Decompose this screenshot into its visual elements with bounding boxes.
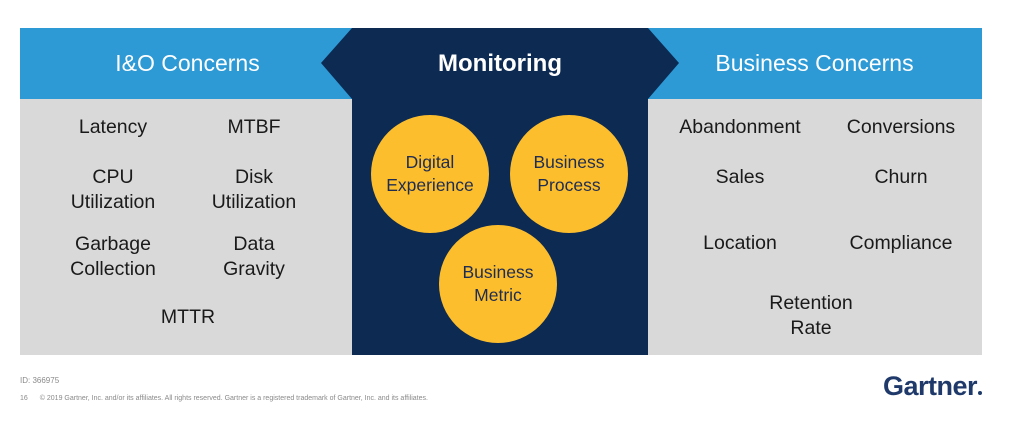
business-concerns-header: Business Concerns — [647, 28, 982, 99]
io-concerns-header: I&O Concerns — [20, 28, 355, 99]
io-concern-data-gravity: Data Gravity — [223, 233, 285, 280]
business-concerns-panel — [648, 99, 982, 355]
business-concern-compliance: Compliance — [849, 232, 953, 254]
business-concern-conversions: Conversions — [846, 116, 956, 138]
copyright-text: © 2019 Gartner, Inc. and/or its affiliat… — [39, 395, 428, 402]
business-concern-location: Location — [703, 232, 777, 254]
business-metric-circle: Business Metric — [439, 225, 557, 343]
digital-experience-circle: Digital Experience — [371, 115, 489, 233]
business-concern-abandonment: Abandonment — [679, 116, 801, 138]
io-concern-garbage-collection: Garbage Collection — [70, 233, 156, 280]
io-concerns-panel — [20, 99, 352, 355]
logo-text: Gartner — [882, 371, 978, 401]
monitoring-title: Monitoring — [438, 49, 562, 77]
logo-dot-icon — [978, 391, 982, 395]
io-concern-mttr: MTTR — [160, 306, 216, 328]
business-concern-retention-rate: Retention Rate — [769, 292, 853, 339]
business-concern-sales: Sales — [715, 166, 765, 188]
io-concern-latency: Latency — [78, 116, 148, 138]
io-concern-disk-utilization: Disk Utilization — [211, 166, 297, 213]
page-number: 16 — [20, 395, 28, 402]
copyright-notice: 16 © 2019 Gartner, Inc. and/or its affili… — [20, 395, 428, 402]
document-id: ID: 366975 — [20, 376, 60, 385]
io-concern-cpu-utilization: CPU Utilization — [70, 166, 156, 213]
gartner-logo: Gartner — [883, 371, 982, 402]
business-process-circle: Business Process — [510, 115, 628, 233]
business-concern-churn: Churn — [874, 166, 928, 188]
io-concern-mtbf: MTBF — [227, 116, 281, 138]
monitoring-center-shape — [321, 28, 679, 355]
